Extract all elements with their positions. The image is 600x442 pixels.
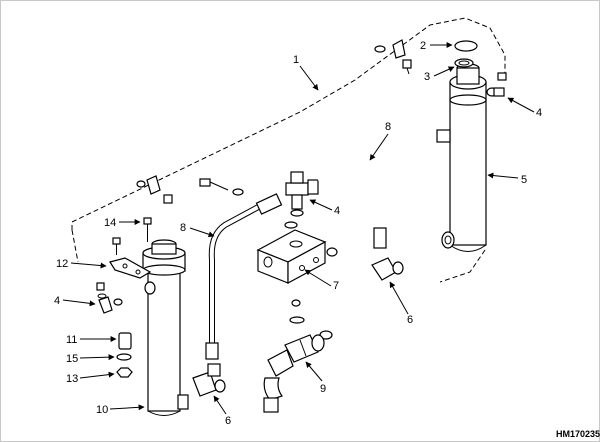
callout-6-bottom: 6 bbox=[225, 415, 231, 427]
nut bbox=[497, 72, 507, 81]
drawing-id: HM170235 bbox=[556, 429, 600, 439]
callout-5: 5 bbox=[521, 174, 527, 186]
left-cylinder bbox=[142, 239, 189, 416]
snap-ring bbox=[454, 40, 478, 52]
swivel-fitting bbox=[263, 334, 325, 413]
assembly-outline bbox=[71, 17, 506, 230]
o-ring bbox=[289, 316, 305, 324]
tee-fitting bbox=[285, 171, 319, 217]
callout-4-middle: 4 bbox=[334, 205, 340, 217]
callout-14: 14 bbox=[104, 217, 116, 229]
callout-4-right: 4 bbox=[536, 107, 542, 119]
hose-right bbox=[316, 158, 404, 281]
callout-7: 7 bbox=[333, 280, 339, 292]
callout-10: 10 bbox=[96, 404, 108, 416]
seal-washer bbox=[454, 58, 474, 68]
callout-8-right: 8 bbox=[385, 121, 391, 133]
callout-1: 1 bbox=[293, 54, 299, 66]
o-ring bbox=[291, 299, 301, 307]
callout-9: 9 bbox=[320, 383, 326, 395]
right-cylinder bbox=[436, 63, 505, 252]
callout-6-right: 6 bbox=[407, 314, 413, 326]
callout-11: 11 bbox=[66, 334, 77, 346]
callouts: 1 2 3 4 5 8 4 8 7 6 9 6 14 bbox=[54, 40, 542, 427]
upper-clamp-hardware bbox=[374, 39, 412, 75]
loose-bolts bbox=[136, 175, 244, 204]
manifold-block bbox=[256, 221, 338, 285]
callout-12: 12 bbox=[56, 258, 68, 270]
callout-8-left: 8 bbox=[180, 222, 186, 234]
callout-4-left: 4 bbox=[54, 295, 60, 307]
callout-3: 3 bbox=[424, 71, 430, 83]
elbow-fitting-lower bbox=[192, 363, 226, 397]
assembly-outline-lower bbox=[71, 229, 486, 283]
left-hardware bbox=[96, 217, 152, 378]
callout-2: 2 bbox=[420, 40, 426, 52]
hose-left bbox=[205, 193, 283, 360]
callout-13: 13 bbox=[66, 373, 78, 385]
callout-15: 15 bbox=[66, 353, 78, 365]
